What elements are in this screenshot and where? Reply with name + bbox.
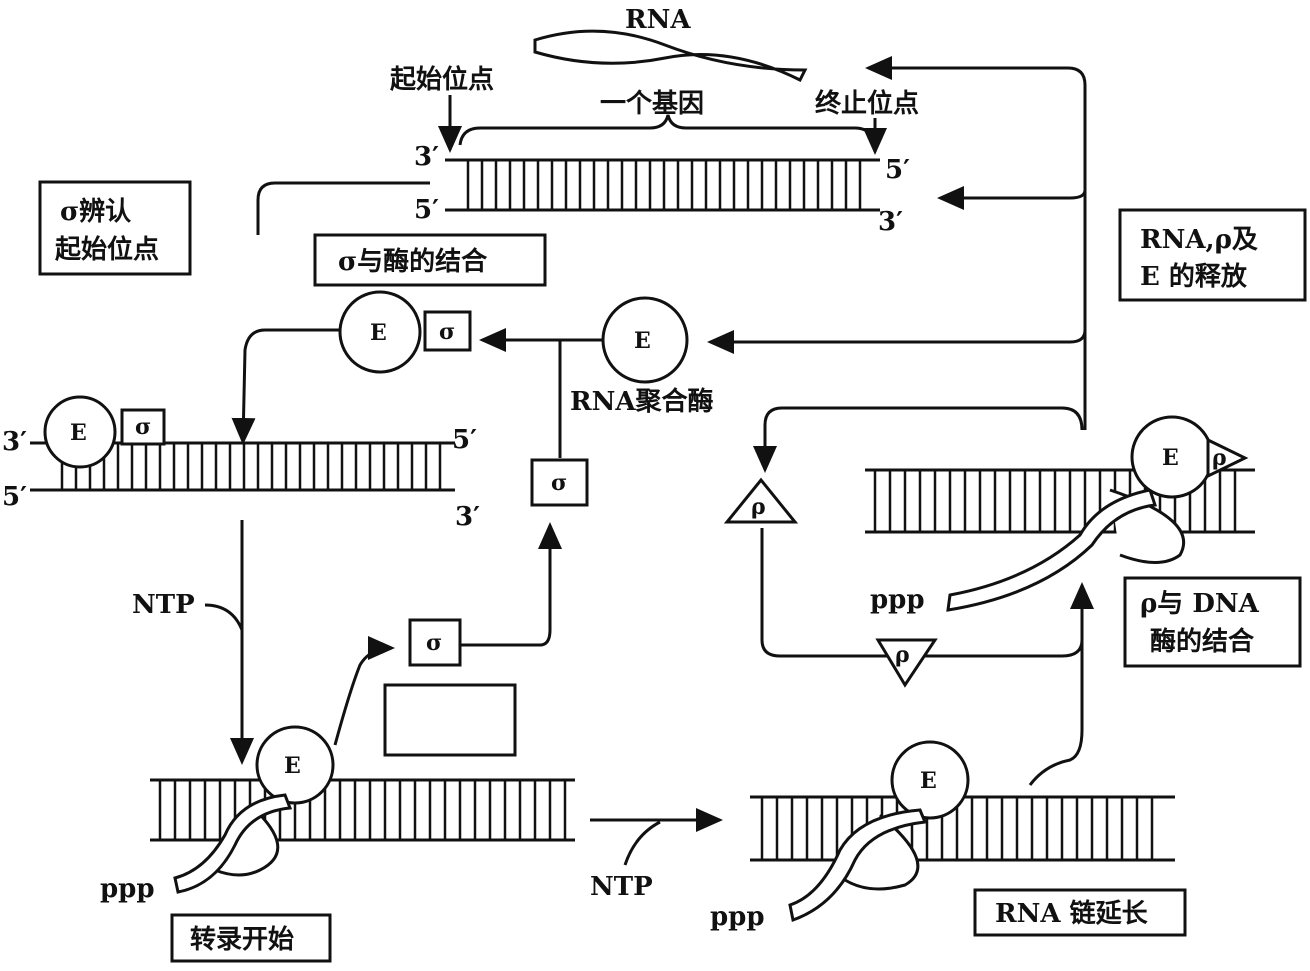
ntp-label: NTP [590, 872, 653, 902]
enzyme-circle [338, 290, 422, 374]
rna-elongation-box [973, 888, 1187, 937]
rna-polymerase-label: RNA聚合酶 [570, 386, 714, 417]
end-label: 3′ [455, 502, 480, 532]
end-label: 5′ [2, 482, 27, 512]
box-text: σ与酶的结合 [338, 246, 488, 277]
box-text: σ辨认 [60, 197, 131, 227]
sigma-box [530, 458, 589, 507]
sigma-enzyme-binding-box [313, 233, 547, 287]
box-text: ρ与 DNA [1140, 589, 1260, 619]
enzyme-label: E [370, 320, 387, 346]
stop-site-label: 终止位点 [815, 88, 919, 119]
sigma-box [120, 408, 166, 446]
box-text: E 的释放 [1140, 261, 1248, 292]
gene-brace [458, 114, 877, 146]
rna-transcript [173, 793, 293, 894]
end-label: 3′ [2, 427, 27, 457]
sigma-label: σ [426, 630, 442, 656]
rho-triangle [875, 638, 938, 688]
dna-elongation [750, 795, 1175, 862]
flow-arrow [937, 186, 1087, 210]
rho-triangle [723, 477, 799, 524]
ppp-label: ppp [100, 874, 155, 904]
rho-binding-box [1123, 576, 1302, 668]
ppp-label: ppp [710, 902, 765, 932]
enzyme-circle [43, 395, 117, 469]
rna-transcript [788, 808, 928, 922]
ntp-line [623, 820, 661, 866]
transcription-start-box [170, 913, 332, 963]
box-text: RNA,ρ及 [1140, 225, 1258, 255]
sigma-label: σ [551, 470, 567, 496]
flow-arrow [1028, 582, 1094, 786]
box-text: 酶的结合 [1150, 626, 1255, 657]
end-label: 5′ [885, 155, 910, 185]
end-label: 5′ [452, 425, 477, 455]
enzyme-circle [890, 740, 970, 820]
enzyme-label: E [284, 753, 301, 779]
rho-label: ρ [751, 494, 766, 520]
sigma-box [423, 310, 472, 352]
rho-triangle [1206, 437, 1249, 479]
rho-label: ρ [1212, 445, 1227, 471]
rna-transcript [946, 488, 1158, 612]
sigma-label: σ [135, 414, 151, 440]
enzyme-bubble [214, 803, 280, 877]
box-text: 转录开始 [190, 925, 294, 955]
enzyme-label: E [70, 420, 87, 446]
end-label: 5′ [414, 195, 439, 225]
flow-arrow [333, 636, 395, 746]
sigma-box [408, 618, 462, 667]
box-text: RNA 链延长 [995, 898, 1149, 929]
flow-arrow [865, 56, 1087, 430]
flow-line [256, 181, 430, 235]
enzyme-bubble [844, 813, 920, 891]
flow-arrow [707, 329, 1087, 354]
release-box [1118, 208, 1307, 302]
box-text: 起始位点 [55, 234, 159, 265]
rna-label: RNA [625, 5, 691, 35]
enzyme-circle [601, 296, 689, 384]
dna-promoter-binding [30, 441, 455, 492]
enzyme-label: E [634, 328, 651, 354]
end-label: 3′ [414, 142, 439, 172]
dna-gene-template [445, 158, 880, 212]
empty-box [383, 683, 517, 757]
rna-strand-released [533, 29, 808, 83]
enzyme-circle [255, 725, 335, 805]
enzyme-label: E [920, 768, 937, 794]
ntp-line [204, 603, 244, 631]
ppp-label: ppp [870, 585, 925, 615]
enzyme-label: E [1162, 445, 1179, 471]
ntp-label: NTP [132, 590, 195, 620]
sigma-recognize-box [38, 180, 192, 276]
end-label: 3′ [878, 207, 903, 237]
flow-arrow [460, 522, 562, 647]
gene-label: 一个基因 [600, 89, 704, 119]
start-site-label: 起始位点 [390, 64, 494, 95]
sigma-label: σ [439, 319, 455, 345]
flow-arrow [231, 328, 340, 445]
rho-label: ρ [895, 642, 910, 668]
flow-arrow [753, 406, 1084, 473]
dna-initiation [150, 778, 575, 842]
